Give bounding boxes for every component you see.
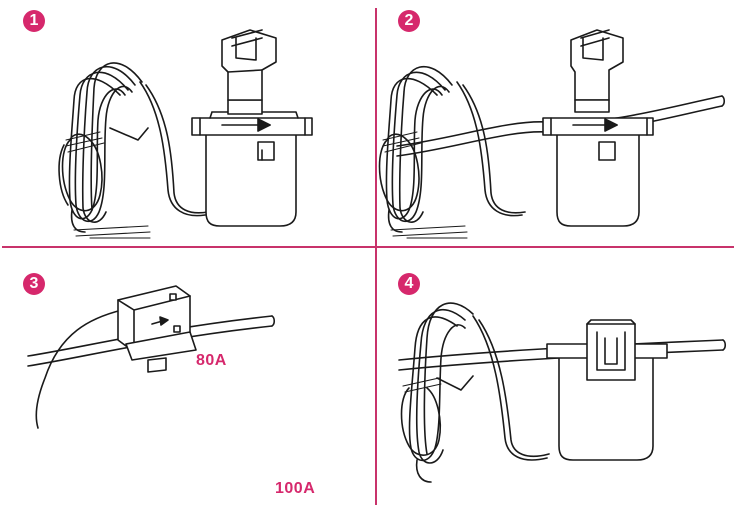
clamp-80a [27, 285, 276, 429]
coiled-cable [400, 302, 550, 483]
horizontal-divider [2, 246, 734, 248]
step-1-illustration [58, 29, 313, 239]
coiled-cable [58, 62, 209, 239]
rating-label-80a: 80A [196, 352, 227, 369]
step-1-panel: 1 [0, 0, 375, 246]
step-3-panel: 3 [0, 248, 375, 517]
step-3-illustration [27, 285, 276, 429]
split-core-clamp [191, 29, 313, 227]
step-2-illustration [378, 29, 726, 239]
step-4-illustration [398, 302, 727, 483]
split-core-clamp [542, 29, 654, 227]
step-4-badge: 4 [398, 273, 420, 295]
vertical-divider [375, 8, 377, 505]
step-1-badge: 1 [23, 10, 45, 32]
rating-label-100a: 100A [275, 480, 316, 497]
step-3-badge: 3 [23, 273, 45, 295]
coiled-cable [378, 65, 526, 239]
step-2-badge: 2 [398, 10, 420, 32]
step-2-panel: 2 [377, 0, 736, 246]
step-4-panel: 4 [377, 248, 736, 517]
closed-clamp [546, 319, 668, 461]
